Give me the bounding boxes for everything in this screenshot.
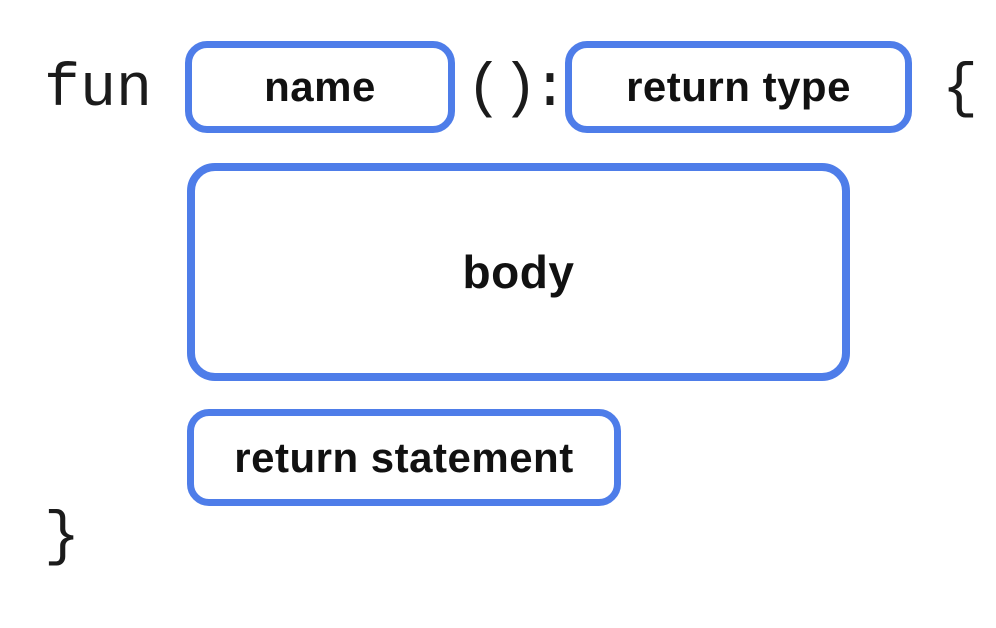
- slot-body-label: body: [462, 246, 575, 298]
- slot-function-name-label: name: [264, 63, 376, 110]
- slot-return-type: return type: [565, 41, 912, 133]
- colon-token: :: [532, 56, 569, 124]
- open-brace-token: {: [942, 56, 979, 124]
- close-brace-token: }: [44, 504, 81, 572]
- slot-return-statement: return statement: [187, 409, 621, 506]
- slot-return-type-label: return type: [626, 63, 851, 110]
- slot-body: body: [187, 163, 850, 381]
- parentheses-token: (): [466, 56, 539, 124]
- slot-function-name: name: [185, 41, 455, 133]
- keyword-fun: fun: [44, 56, 153, 124]
- slot-return-statement-label: return statement: [234, 433, 574, 481]
